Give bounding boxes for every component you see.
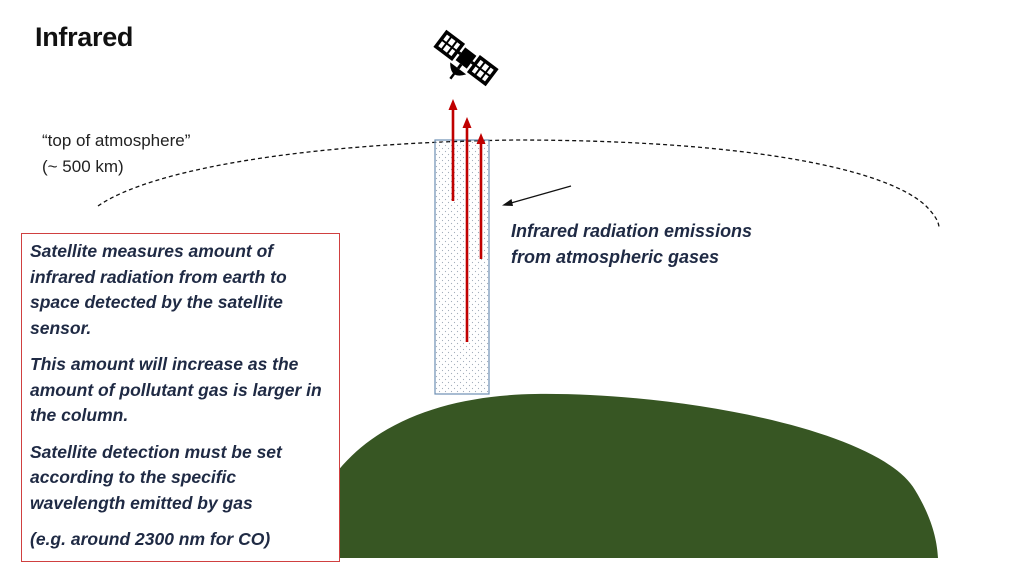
top-of-atmosphere-label-line2: (~ 500 km) [42, 157, 124, 176]
top-of-atmosphere-arc [97, 139, 940, 229]
info-paragraph: Satellite measures amount of infrared ra… [30, 241, 287, 338]
satellite-icon [433, 29, 499, 87]
emission-arrow-middle [462, 117, 472, 342]
info-paragraph: Satellite detection must be set accordin… [30, 441, 282, 513]
earth-surface [300, 393, 938, 558]
pointer-arrow-icon [502, 185, 572, 206]
emission-label-line1: Infrared radiation emissions [511, 221, 753, 241]
slide-title: Infrared [35, 22, 134, 52]
emission-label: Infrared radiation emissions from atmosp… [511, 218, 752, 270]
info-box: Satellite measures amount of infrared ra… [21, 233, 340, 562]
top-of-atmosphere-label: “top of atmosphere” (~ 500 km) [42, 128, 190, 180]
info-paragraph: This amount will increase as the amount … [30, 354, 322, 425]
info-paragraph: (e.g. around 2300 nm for CO) [30, 529, 271, 549]
emission-arrow-right [476, 133, 486, 259]
emission-label-line2: from atmospheric gases [511, 247, 720, 267]
top-of-atmosphere-label-line1: “top of atmosphere” [42, 131, 191, 150]
emission-arrow-left [448, 99, 458, 201]
